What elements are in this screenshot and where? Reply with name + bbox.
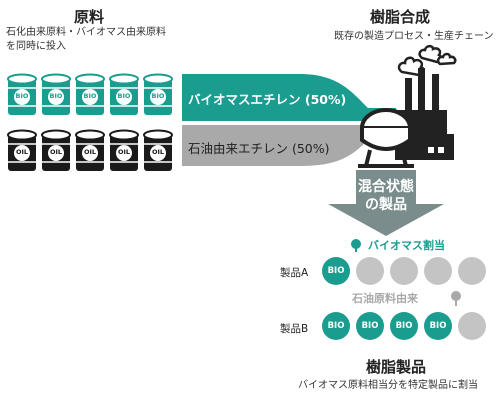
raw-materials-desc-line1: 石化由来原料・バイオマス由来原料 (6, 27, 166, 38)
product-a-gray-circle (390, 257, 418, 285)
oil-ethylene-arrow (182, 125, 396, 166)
biomass-ethylene-label: バイオマスエチレン (50%) (188, 92, 347, 107)
oil-barrel-label: OIL (15, 148, 29, 156)
product-a-label: 製品A (280, 267, 309, 279)
resin-products-desc: バイオマス原料相当分を特定製品に割当 (298, 380, 478, 391)
bio-barrel-label: BIO (15, 92, 29, 100)
product-b-bio-circle: BIO (424, 312, 452, 340)
raw-materials-title: 原料 (74, 8, 105, 26)
oil-origin-tag: 石油原料由来 (352, 292, 418, 305)
mixed-state-label-line1: 混合状態 (358, 179, 414, 195)
biomass-ethylene-arrow (182, 74, 396, 121)
product-a-gray-circle (458, 257, 486, 285)
product-a-bio-circle: BIO (322, 257, 350, 285)
synthesis-desc: 既存の製造プロセス・生産チェーン (334, 31, 494, 42)
bio-connector-dot (351, 239, 361, 249)
product-b-gray-circle (458, 312, 486, 340)
bio-barrel-label: BIO (49, 92, 63, 100)
down-arrow (328, 170, 444, 236)
bio-barrel-label: BIO (151, 92, 165, 100)
product-b-bio-circle: BIO (322, 312, 350, 340)
raw-materials-desc-line2: を同時に投入 (6, 41, 66, 52)
product-b-bio-circle: BIO (356, 312, 384, 340)
product-b-label: 製品B (280, 323, 309, 335)
oil-connector-dot (451, 291, 461, 301)
resin-products-title: 樹脂製品 (366, 358, 427, 376)
synthesis-title: 樹脂合成 (370, 8, 431, 26)
product-b-bio-circle: BIO (390, 312, 418, 340)
mixed-state-label-line2: の製品 (365, 197, 407, 213)
bio-barrel-label: BIO (117, 92, 131, 100)
bio-barrel-label: BIO (83, 92, 97, 100)
factory-icon (358, 44, 457, 168)
oil-ethylene-label: 石油由来エチレン (50%) (188, 141, 330, 156)
oil-barrel-label: OIL (83, 148, 97, 156)
product-a-gray-circle (356, 257, 384, 285)
oil-barrel-label: OIL (49, 148, 63, 156)
bio-allocation-tag: バイオマス割当 (368, 239, 445, 252)
oil-barrel-label: OIL (151, 148, 165, 156)
product-a-gray-circle (424, 257, 452, 285)
oil-barrel-label: OIL (117, 148, 131, 156)
